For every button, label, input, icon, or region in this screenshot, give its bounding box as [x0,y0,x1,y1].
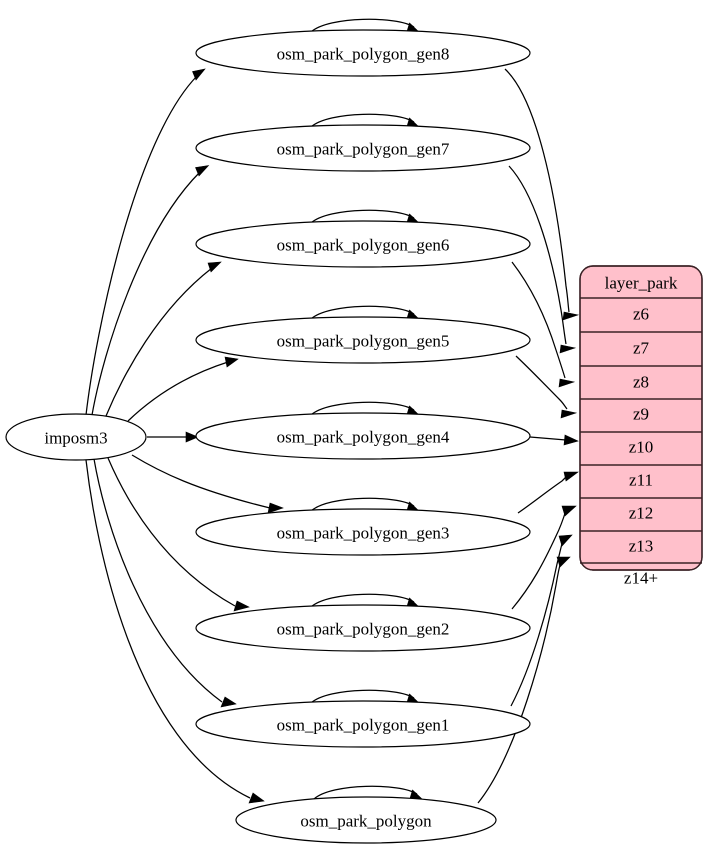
layer-park-header: layer_park [580,274,702,299]
layer-park-row-z12-label: z12 [629,504,654,523]
node-gen5-label: osm_park_polygon_gen5 [277,332,450,351]
layer-park-row-z8[interactable]: z8 [580,373,702,400]
node-gen3-shape[interactable] [195,508,531,556]
layer-park-row-z11[interactable]: z11 [580,471,702,499]
node-gen8-label: osm_park_polygon_gen8 [277,45,450,64]
layer-park-row-z6[interactable]: z6 [580,305,702,333]
edges-from-imposm3 [85,68,284,804]
edge-gen1-to-z13 [510,534,573,707]
node-gen7-label: osm_park_polygon_gen7 [277,140,450,159]
edge-gen6-to-z8 [511,261,576,388]
layer-park-row-z9-label: z9 [633,405,649,424]
node-gen6-label: osm_park_polygon_gen6 [277,236,450,255]
layer-park-table[interactable]: layer_park z6 z7 z8 z9 z10 [579,265,703,588]
node-gen2-shape[interactable] [195,604,531,652]
layer-park-row-z14plus-label: z14+ [624,569,658,588]
node-base-label: osm_park_polygon [300,812,432,831]
layer-park-row-z11-label: z11 [629,471,653,490]
node-gen8-shape[interactable] [195,29,531,77]
node-gen6[interactable]: osm_park_polygon_gen6 [195,220,531,268]
layer-park-row-z10-label: z10 [629,438,654,457]
edge-imposm3-to-gen6 [105,261,222,417]
node-gen7[interactable]: osm_park_polygon_gen7 [195,124,531,172]
edge-imposm3-to-gen5 [127,356,239,422]
edge-gen2-to-z12 [511,505,577,610]
layer-park-row-z8-label: z8 [633,373,649,392]
layer-park-row-z9[interactable]: z9 [580,405,702,433]
node-imposm3[interactable]: imposm3 [5,413,147,461]
edge-imposm3-to-gen7 [91,165,210,416]
edge-imposm3-to-gen2 [107,457,250,612]
node-gen3-label: osm_park_polygon_gen3 [277,524,450,543]
edges-to-layer-park [477,68,580,804]
layer-park-row-z12[interactable]: z12 [580,504,702,532]
layer-park-row-z13[interactable]: z13 [580,537,702,564]
layer-park-row-z14plus[interactable]: z14+ [624,569,658,588]
node-gen3[interactable]: osm_park_polygon_gen3 [195,508,531,556]
self-loop-base [313,785,423,801]
layer-park-header-label: layer_park [605,274,678,293]
edge-imposm3-to-gen1 [93,458,237,708]
edge-imposm3-to-gen3 [131,454,284,514]
layer-park-row-z6-label: z6 [633,305,649,324]
node-gen5-shape[interactable] [195,316,531,364]
node-gen1[interactable]: osm_park_polygon_gen1 [195,700,531,748]
edge-gen7-to-z7 [508,165,577,354]
node-imposm3-shape[interactable] [5,413,147,461]
node-gen4[interactable]: osm_park_polygon_gen4 [195,412,531,460]
node-gen1-shape[interactable] [195,700,531,748]
edge-gen4-to-z10 [529,434,579,446]
edge-gen5-to-z9 [515,355,578,419]
node-base[interactable]: osm_park_polygon [235,796,497,844]
node-gen8[interactable]: osm_park_polygon_gen8 [195,29,531,77]
node-gen2-label: osm_park_polygon_gen2 [277,620,450,639]
node-gen4-shape[interactable] [195,412,531,460]
edge-imposm3-to-base [85,459,265,804]
edge-base-to-z14 [477,556,571,804]
node-gen7-shape[interactable] [195,124,531,172]
node-gen2[interactable]: osm_park_polygon_gen2 [195,604,531,652]
node-gen5[interactable]: osm_park_polygon_gen5 [195,316,531,364]
edge-imposm3-to-gen8 [85,68,206,416]
layer-park-row-z10[interactable]: z10 [580,438,702,466]
edge-imposm3-to-gen4 [147,431,199,443]
edge-gen3-to-z11 [517,471,579,514]
node-gen6-shape[interactable] [195,220,531,268]
node-imposm3-label: imposm3 [44,429,107,448]
node-gen1-label: osm_park_polygon_gen1 [277,716,450,735]
edge-gen8-to-z6 [504,68,580,321]
node-base-shape[interactable] [235,796,497,844]
layer-park-row-z7-label: z7 [633,339,650,358]
node-gen4-label: osm_park_polygon_gen4 [277,428,450,447]
layer-park-table-border [579,265,703,571]
layer-park-row-z7[interactable]: z7 [580,339,702,367]
layer-park-row-z13-label: z13 [629,537,654,556]
